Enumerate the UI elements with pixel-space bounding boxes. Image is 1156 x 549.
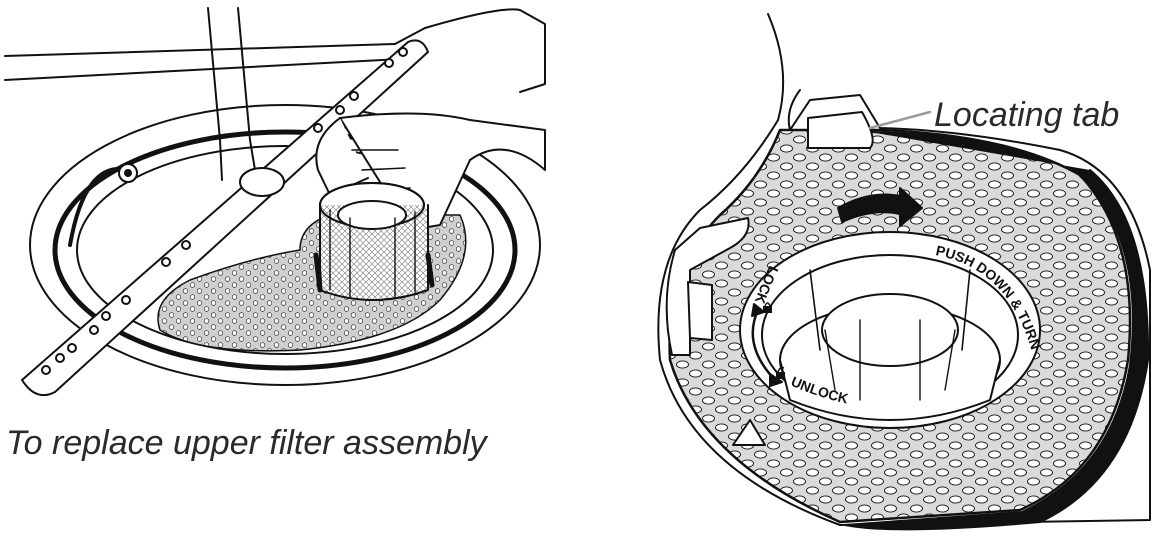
sump-black-gasket <box>52 129 518 371</box>
lock-unlock-arc <box>751 308 777 382</box>
plate-edge <box>844 131 1150 531</box>
upper-filter-cup <box>313 182 435 301</box>
left-figure-caption: To replace upper filter assembly <box>6 424 487 462</box>
locating-tab-leader <box>868 110 932 130</box>
hand-holding-filter <box>315 112 546 231</box>
left-dishwasher-figure <box>4 7 546 396</box>
filter-dome <box>821 293 959 367</box>
unlock-icon <box>776 366 785 379</box>
alignment-triangle <box>732 419 766 446</box>
sump-inner-rim <box>76 145 494 355</box>
right-filter-closeup <box>657 13 1151 531</box>
side-clip <box>665 217 750 356</box>
supply-tube <box>207 7 256 181</box>
lock-icon <box>763 302 772 313</box>
locating-tab-label: Locating tab <box>934 96 1120 134</box>
turn-direction-arrow <box>837 187 923 227</box>
tub-rim-lines <box>4 8 546 93</box>
locating-tab <box>807 111 874 149</box>
